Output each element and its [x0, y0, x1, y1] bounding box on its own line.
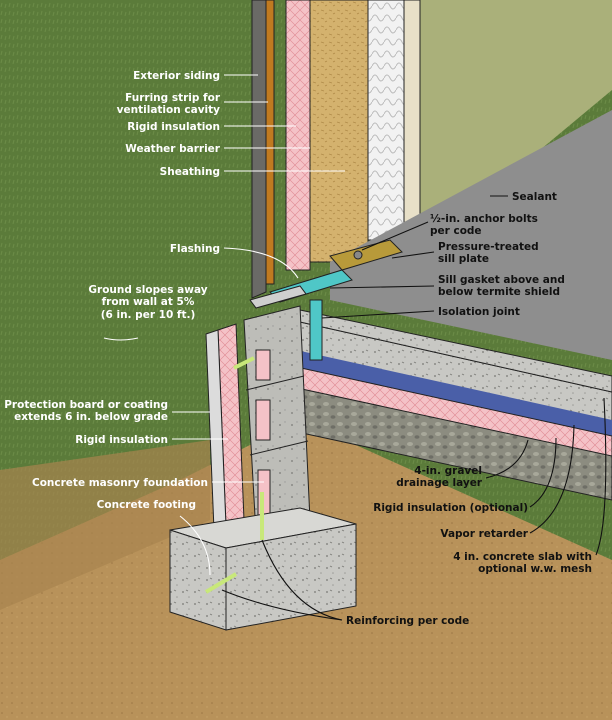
soil-cut	[0, 440, 210, 610]
label-rigid-insulation-mid: Rigid insulation	[75, 434, 228, 446]
sill-plate	[329, 239, 403, 271]
rebar	[204, 572, 238, 594]
svg-text:(6 in. per 10 ft.): (6 in. per 10 ft.)	[101, 309, 196, 321]
label-rigid-insulation-top: Rigid insulation	[127, 121, 296, 133]
label-isolation-joint: Isolation joint	[321, 306, 520, 319]
svg-text:Rigid insulation (optional): Rigid insulation (optional)	[373, 502, 528, 514]
label-flashing: Flashing	[170, 243, 299, 279]
anchor-bolt	[353, 250, 363, 260]
slab-surface	[330, 110, 612, 360]
flashing-metal	[249, 285, 307, 309]
svg-text:Sill gasket above and: Sill gasket above and	[438, 274, 565, 286]
label-sill-plate: Pressure-treated sill plate	[391, 241, 539, 265]
svg-text:Flashing: Flashing	[170, 243, 220, 255]
svg-text:½-in. anchor bolts: ½-in. anchor bolts	[430, 213, 538, 225]
cmu-core-insulation	[255, 349, 271, 381]
svg-text:Pressure-treated: Pressure-treated	[438, 241, 539, 253]
label-reinforcing: Reinforcing per code	[221, 539, 469, 627]
label-sealant: Sealant	[490, 191, 557, 203]
rigid-insulation-wall	[285, 0, 311, 271]
svg-text:Concrete masonry foundation: Concrete masonry foundation	[32, 477, 208, 489]
batt-insulation	[367, 0, 409, 241]
svg-text:Sealant: Sealant	[512, 191, 557, 203]
label-sheathing: Sheathing	[160, 166, 345, 178]
siding	[251, 0, 267, 299]
label-ground-slope: Ground slopes away from wall at 5% (6 in…	[88, 284, 208, 341]
label-exterior-siding: Exterior siding	[133, 70, 258, 82]
interior-wall	[420, 0, 612, 250]
svg-text:4 in. concrete slab with: 4 in. concrete slab with	[453, 551, 592, 563]
drywall	[403, 0, 421, 251]
footing-side	[169, 529, 227, 631]
label-protection-board: Protection board or coating extends 6 in…	[4, 399, 210, 423]
label-gravel: 4-in. gravel drainage layer	[396, 439, 529, 489]
svg-text:Weather barrier: Weather barrier	[125, 143, 221, 155]
cmu-foundation	[243, 305, 311, 535]
svg-text:ventilation cavity: ventilation cavity	[117, 104, 220, 116]
svg-text:per code: per code	[430, 225, 482, 237]
label-rigid-optional: Rigid insulation (optional)	[373, 437, 557, 514]
furring-strip	[265, 0, 275, 285]
svg-text:Isolation joint: Isolation joint	[438, 306, 520, 318]
svg-text:4-in. gravel: 4-in. gravel	[414, 465, 482, 477]
svg-text:Exterior siding: Exterior siding	[133, 70, 220, 82]
label-anchor-bolts: ½-in. anchor bolts per code	[361, 213, 538, 251]
svg-text:from wall at 5%: from wall at 5%	[102, 296, 195, 308]
label-slab: 4 in. concrete slab with optional w.w. m…	[453, 397, 607, 575]
svg-text:optional w.w. mesh: optional w.w. mesh	[478, 563, 592, 575]
svg-text:sill plate: sill plate	[438, 253, 489, 265]
rebar	[233, 356, 255, 370]
label-vapor-retarder: Vapor retarder	[440, 424, 575, 540]
svg-text:Rigid insulation: Rigid insulation	[127, 121, 220, 133]
svg-text:Protection board or coating: Protection board or coating	[4, 399, 168, 411]
svg-text:Vapor retarder: Vapor retarder	[440, 528, 528, 540]
svg-text:below termite shield: below termite shield	[438, 286, 560, 298]
footing-front	[225, 523, 357, 631]
label-sill-gasket: Sill gasket above and below termite shie…	[329, 274, 565, 298]
svg-text:extends 6 in. below grade: extends 6 in. below grade	[14, 411, 168, 423]
svg-text:drainage layer: drainage layer	[396, 477, 483, 489]
svg-text:Reinforcing per code: Reinforcing per code	[346, 615, 469, 627]
svg-text:Concrete footing: Concrete footing	[97, 499, 196, 511]
label-weather-barrier: Weather barrier	[125, 143, 310, 155]
svg-text:Ground slopes away: Ground slopes away	[88, 284, 207, 296]
isolation-joint-strip	[309, 299, 323, 361]
svg-text:Rigid insulation: Rigid insulation	[75, 434, 168, 446]
svg-text:Sheathing: Sheathing	[160, 166, 220, 178]
label-furring: Furring strip for ventilation cavity	[117, 92, 268, 116]
label-masonry: Concrete masonry foundation	[32, 477, 264, 489]
cmu-core-insulation	[255, 399, 271, 441]
vapor-retarder	[296, 350, 612, 440]
svg-text:Furring strip for: Furring strip for	[125, 92, 221, 104]
label-footing: Concrete footing	[97, 499, 211, 576]
sheathing-panel	[309, 0, 369, 263]
